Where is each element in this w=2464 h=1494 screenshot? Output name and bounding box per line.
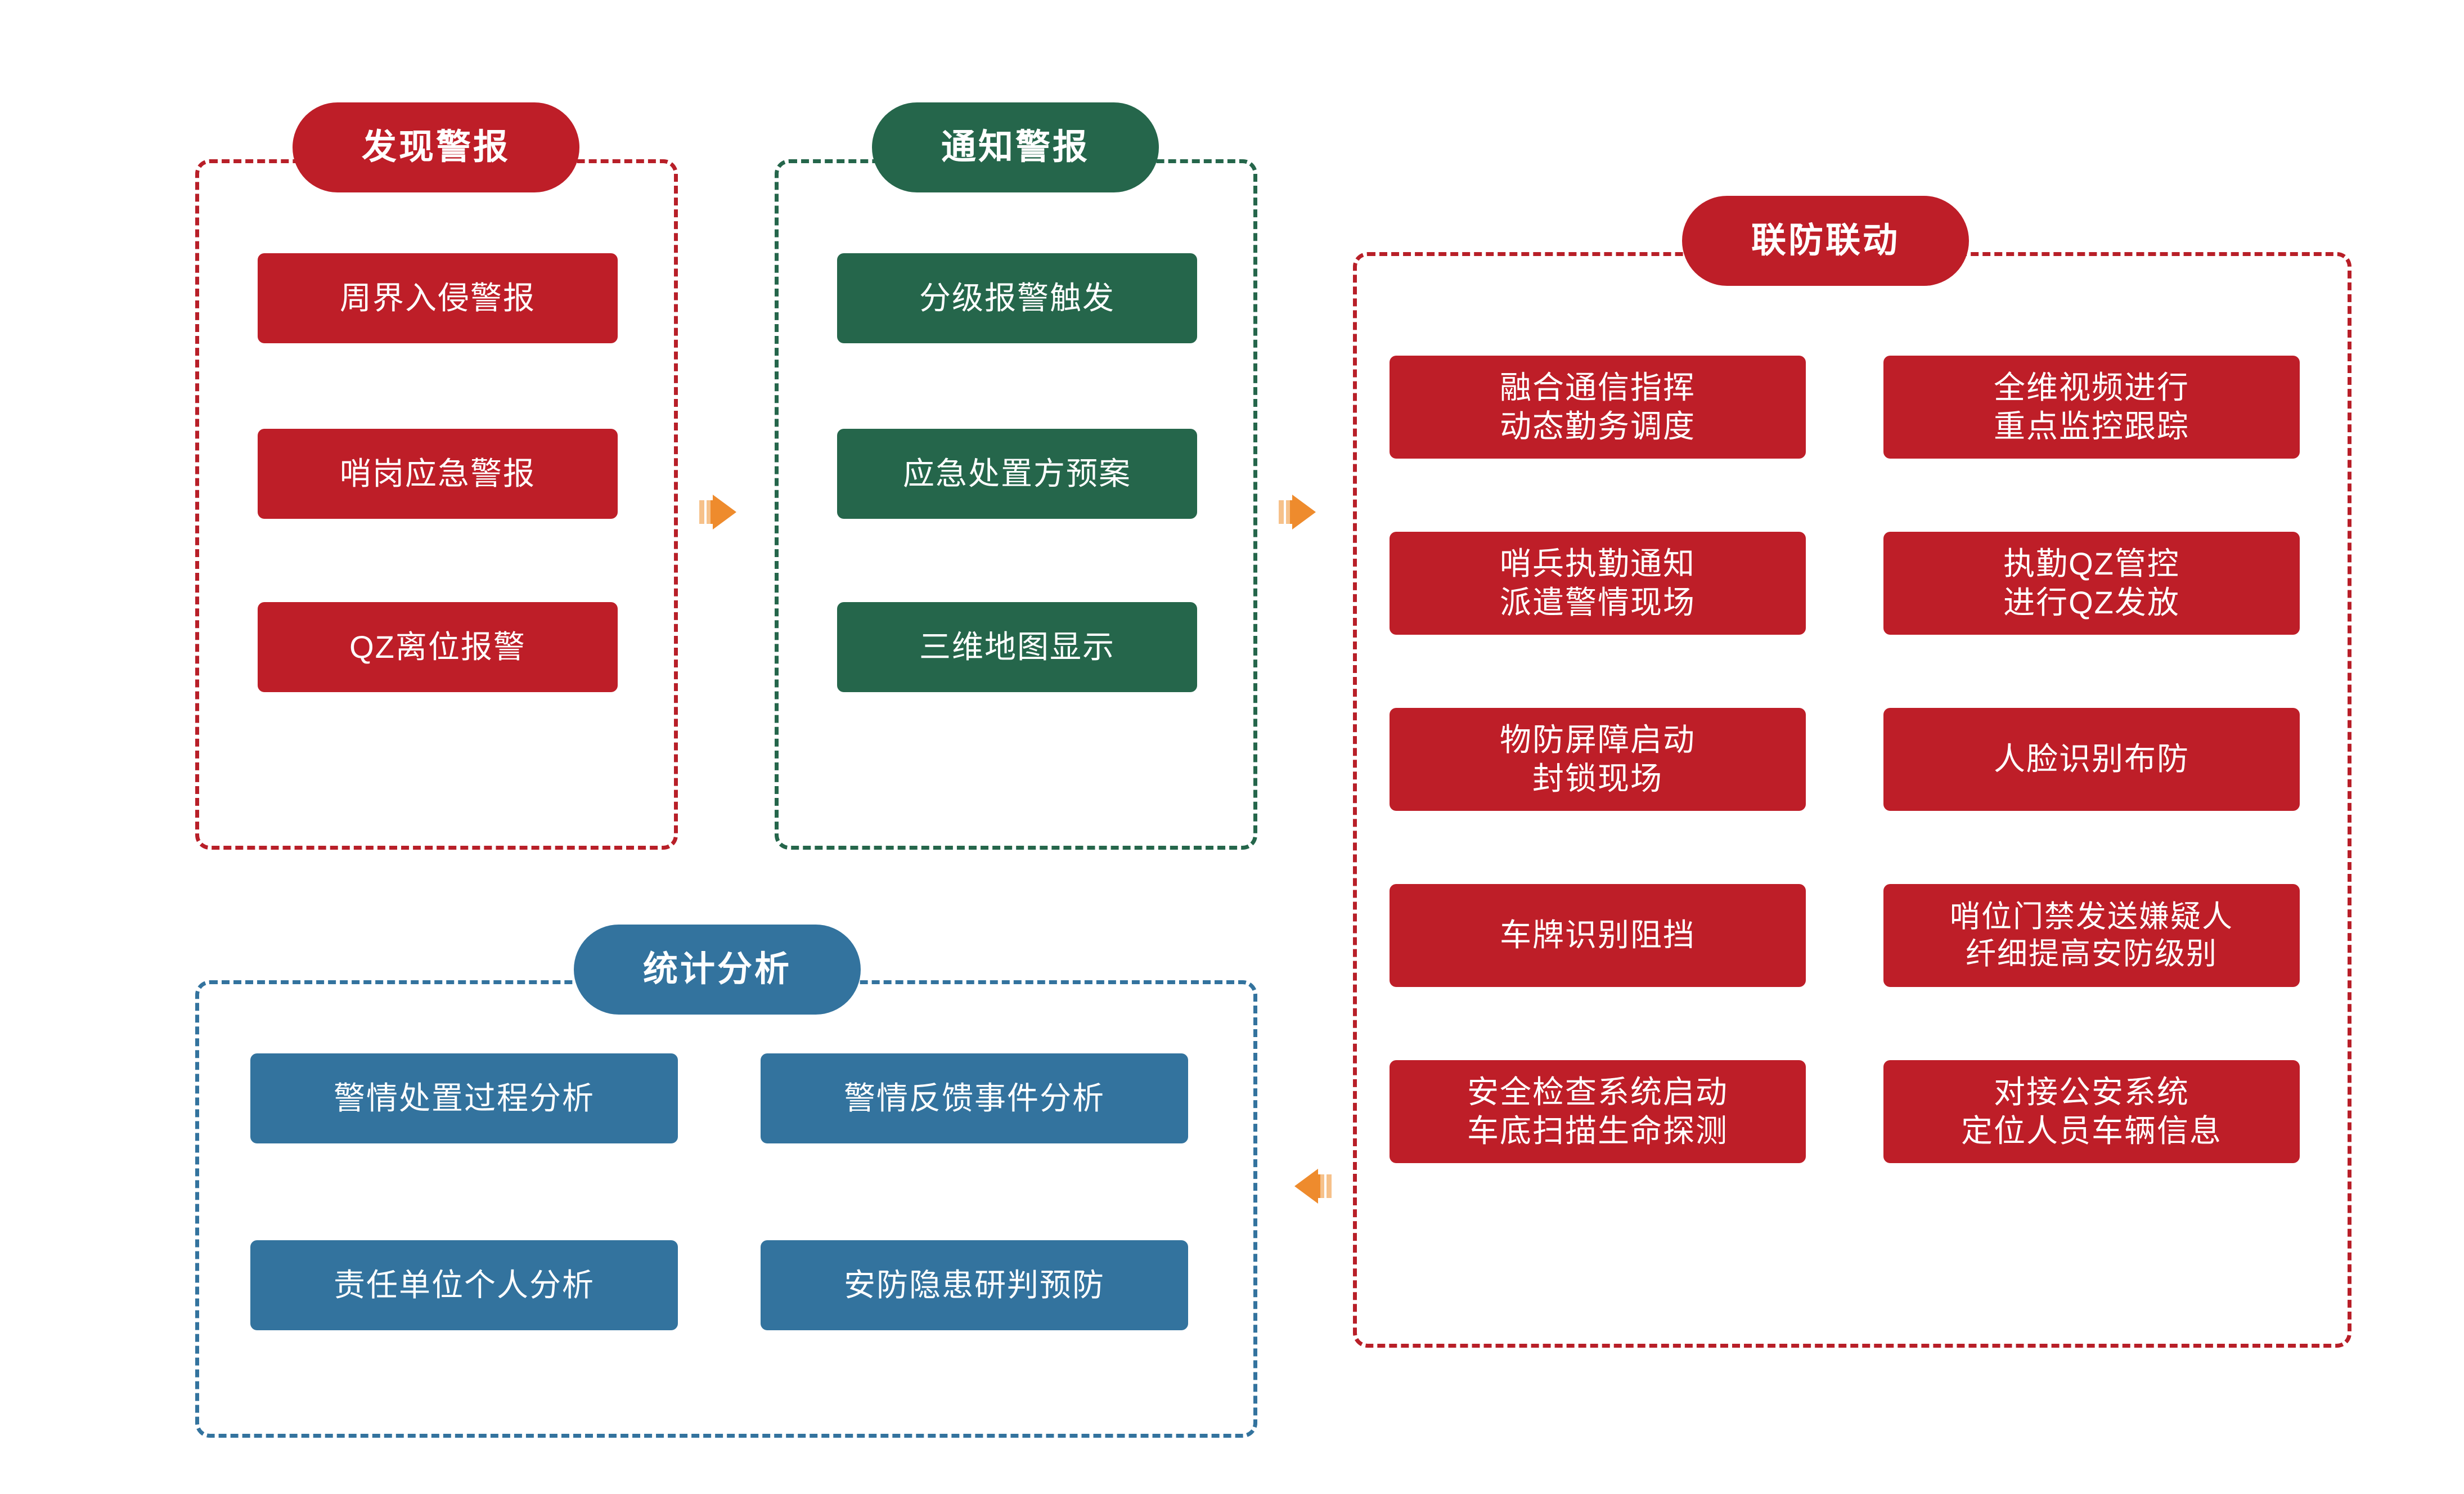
- box-notify-3[interactable]: 三维地图显示: [837, 602, 1197, 692]
- box-joint-right-1[interactable]: 全维视频进行 重点监控跟踪: [1883, 356, 2300, 459]
- box-notify-1[interactable]: 分级报警触发: [837, 253, 1197, 343]
- box-stats-right-2[interactable]: 安防隐患研判预防: [761, 1240, 1188, 1330]
- box-joint-left-1[interactable]: 融合通信指挥 动态勤务调度: [1390, 356, 1806, 459]
- pill-notify-alarm[interactable]: 通知警报: [872, 102, 1159, 192]
- box-joint-right-5[interactable]: 对接公安系统 定位人员车辆信息: [1883, 1060, 2300, 1163]
- box-detect-2[interactable]: 哨岗应急警报: [258, 429, 618, 519]
- box-detect-1[interactable]: 周界入侵警报: [258, 253, 618, 343]
- pill-statistics-analysis[interactable]: 统计分析: [574, 925, 861, 1015]
- box-joint-left-2[interactable]: 哨兵执勤通知 派遣警情现场: [1390, 532, 1806, 635]
- box-stats-left-1[interactable]: 警情处置过程分析: [250, 1053, 678, 1143]
- box-joint-right-2[interactable]: 执勤QZ管控 进行QZ发放: [1883, 532, 2300, 635]
- box-joint-left-4[interactable]: 车牌识别阻挡: [1390, 884, 1806, 987]
- box-joint-right-3[interactable]: 人脸识别布防: [1883, 708, 2300, 811]
- box-joint-left-5[interactable]: 安全检查系统启动 车底扫描生命探测: [1390, 1060, 1806, 1163]
- box-notify-2[interactable]: 应急处置方预案: [837, 429, 1197, 519]
- box-stats-left-2[interactable]: 责任单位个人分析: [250, 1240, 678, 1330]
- pill-detect-alarm[interactable]: 发现警报: [293, 102, 579, 192]
- arrow-joint-to-stats: [1284, 1161, 1335, 1212]
- arrow-notify-to-joint: [1275, 487, 1326, 537]
- box-stats-right-1[interactable]: 警情反馈事件分析: [761, 1053, 1188, 1143]
- box-joint-left-3[interactable]: 物防屏障启动 封锁现场: [1390, 708, 1806, 811]
- pill-joint-defense[interactable]: 联防联动: [1682, 196, 1969, 286]
- arrow-detect-to-notify: [696, 487, 747, 537]
- panel-statistics-analysis: [195, 980, 1257, 1438]
- box-joint-right-4[interactable]: 哨位门禁发送嫌疑人 纤细提高安防级别: [1883, 884, 2300, 987]
- box-detect-3[interactable]: QZ离位报警: [258, 602, 618, 692]
